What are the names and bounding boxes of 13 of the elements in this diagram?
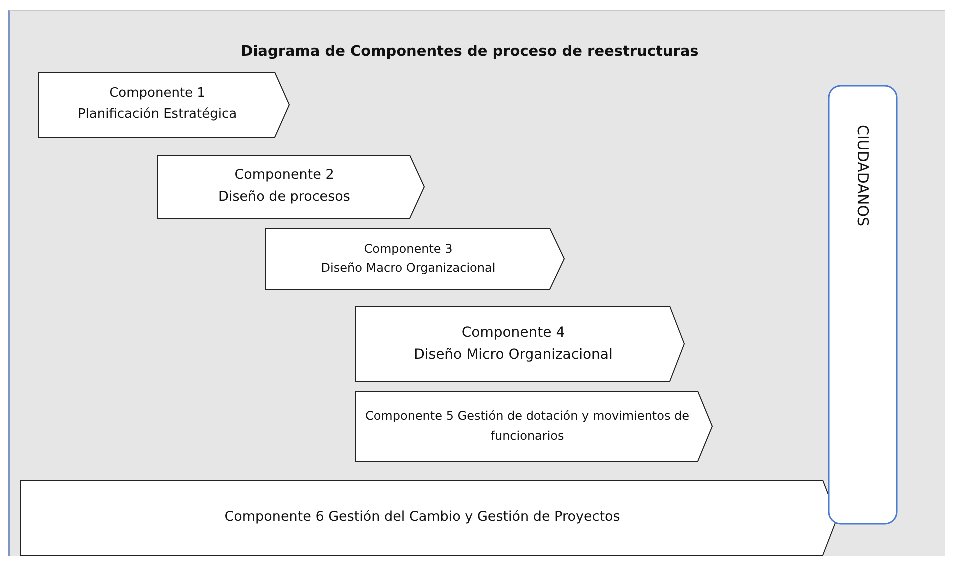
diagram-title: Diagrama de Componentes de proceso de reestructuras bbox=[240, 44, 700, 60]
node-label: Componente 2 bbox=[234, 166, 334, 186]
node-label: Componente 1 bbox=[110, 85, 206, 104]
node-label: Diseño Macro Organizacional bbox=[321, 260, 496, 277]
node-label: Componente 3 bbox=[364, 240, 453, 258]
node-label: Diseño de procesos bbox=[218, 188, 350, 207]
node-label: Componente 6 Gestión del Cambio y Gestión de Proyectos bbox=[224, 508, 620, 528]
node-label: CIUDADANOS bbox=[854, 125, 872, 227]
node-label: Componente 5 Gestión de dotación y movimientos de funcionarios bbox=[364, 408, 691, 444]
rounded-box bbox=[828, 85, 898, 525]
node-label: Planificación Estratégica bbox=[78, 106, 238, 124]
node-label: Diseño Micro Organizacional bbox=[414, 346, 613, 365]
node-label: Componente 4 bbox=[462, 324, 566, 343]
